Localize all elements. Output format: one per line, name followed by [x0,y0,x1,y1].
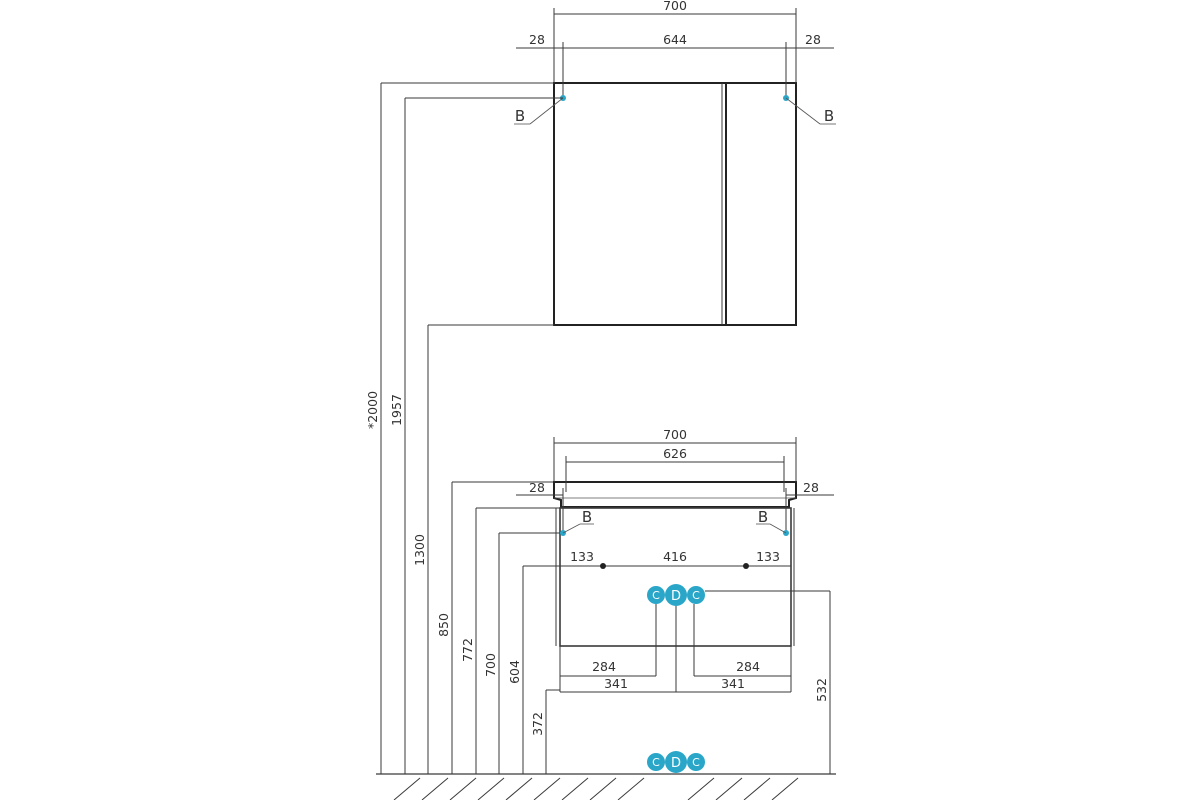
dimension-label-top-28-right: 28 [805,32,821,47]
floor-line [376,773,836,800]
height-label-772: 772 [460,638,475,662]
height-label-532: 532 [814,678,829,702]
svg-text:C: C [692,756,700,769]
svg-text:C: C [652,756,660,769]
svg-text:D: D [671,756,681,771]
dimension-top-700: 700 [553,0,797,83]
lower-cabinet [553,481,797,647]
upper-cabinet [553,82,797,326]
height-dimensions: *2000 1957 1300 850 772 700 604 372 [365,82,600,774]
height-label-1957: 1957 [389,394,404,426]
connection-badges-floor: C D C [647,751,705,773]
dimension-label-top-700: 700 [663,0,687,13]
dimension-label-lower-28-left: 28 [529,480,545,495]
dimension-label-top-28-left: 28 [529,32,545,47]
svg-text:C: C [652,589,660,602]
mount-point-b-upper-left: B [514,95,566,125]
dimension-label-lower-626: 626 [663,446,687,461]
dimension-label-341-right: 341 [721,676,745,691]
svg-text:B: B [824,107,834,125]
dimension-284: 284 284 [560,659,791,677]
dimension-lower-626: 626 [565,446,785,492]
dimension-label-341-left: 341 [604,676,628,691]
dimension-label-top-644: 644 [663,32,687,47]
height-label-604: 604 [507,660,522,684]
height-label-2000: *2000 [365,391,380,429]
mount-point-b-lower-left: B [560,508,594,536]
svg-text:B: B [758,508,768,526]
dimension-label-lower-700: 700 [663,427,687,442]
dimension-holes: 133 416 133 [560,549,791,569]
dimension-label-lower-28-right: 28 [803,480,819,495]
height-label-372: 372 [530,712,545,736]
svg-text:B: B [515,107,525,125]
connection-badges-upper: C D C [647,584,705,606]
sink-top [553,481,797,508]
mount-point-b-upper-right: B [783,95,836,125]
dimension-label-133-left: 133 [570,549,594,564]
dimension-label-284-left: 284 [592,659,616,674]
svg-text:D: D [671,589,681,604]
dimension-label-416: 416 [663,549,687,564]
svg-text:C: C [692,589,700,602]
dimension-top-644: 28 644 28 [516,32,834,98]
badge-leaders: 532 [655,590,831,774]
dimension-label-133-right: 133 [756,549,780,564]
dimension-341: 341 341 [559,646,792,693]
height-label-700: 700 [483,653,498,677]
dimension-lower-28: 28 28 [516,480,834,533]
height-label-1300: 1300 [412,534,427,566]
svg-text:B: B [582,508,592,526]
height-label-850: 850 [436,613,451,637]
upper-cabinet-body [553,82,797,326]
dimension-label-284-right: 284 [736,659,760,674]
mount-point-b-lower-right: B [756,508,789,536]
dimension-lower-700: 700 [553,427,797,482]
